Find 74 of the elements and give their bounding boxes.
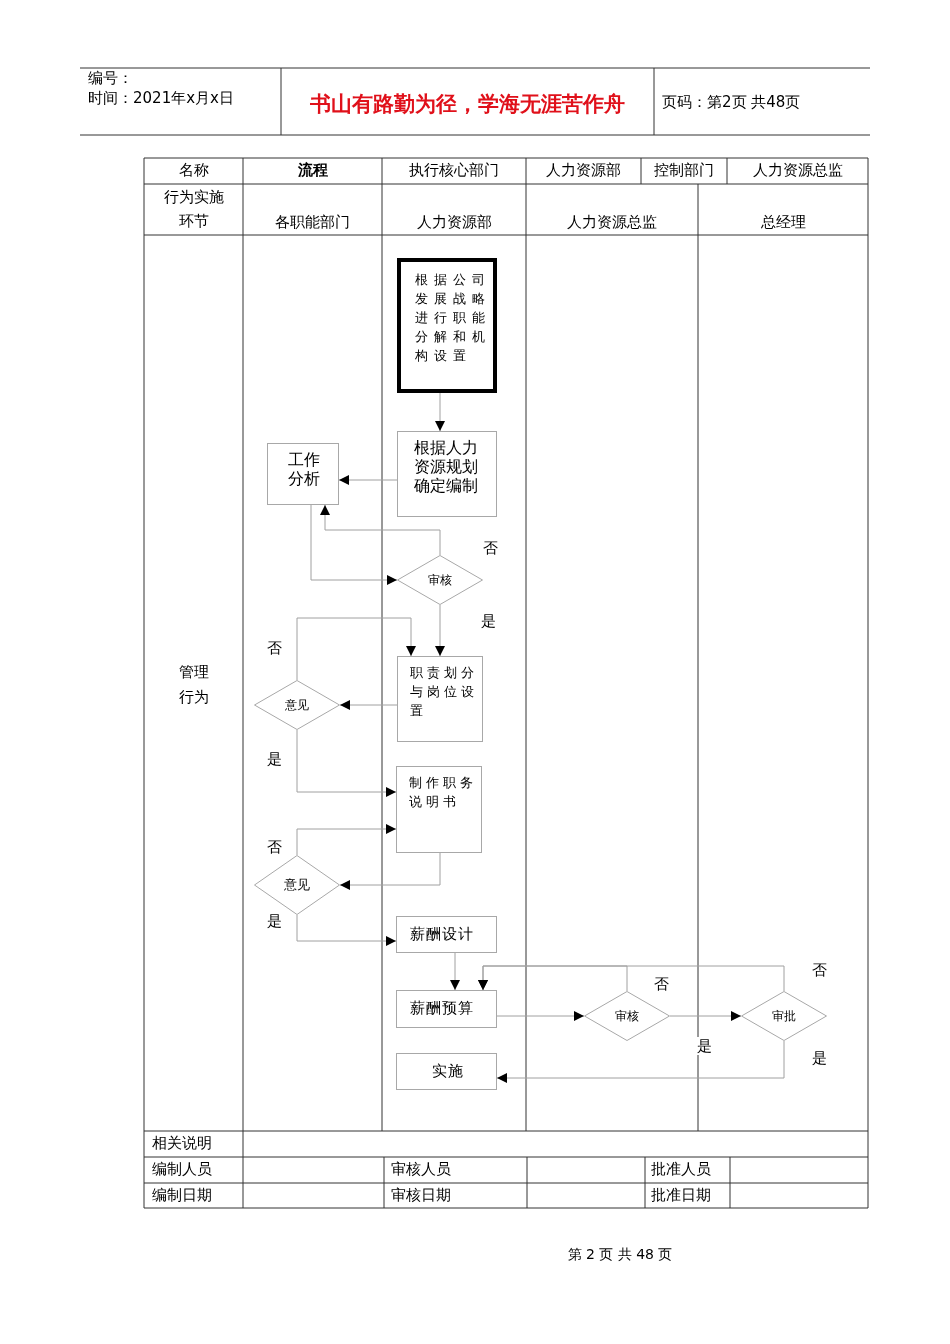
row-heading: 相关说明 — [152, 1133, 212, 1155]
edge-label: 是 — [697, 1037, 712, 1055]
field-label: 审核人员 — [391, 1159, 451, 1181]
decision-diamond — [741, 991, 827, 1041]
page-number: 页码：第2页 共48页 — [662, 92, 801, 114]
step-text: 审核 — [427, 572, 453, 589]
field-label: 审核日期 — [391, 1185, 451, 1207]
step-text: 根据人力资源规划确定编制 — [414, 438, 479, 495]
start-box — [397, 258, 497, 393]
edge-label: 是 — [267, 912, 282, 930]
row-heading: 行为实施环节 — [162, 187, 225, 232]
row-heading: 管理行为 — [177, 661, 210, 708]
edge-label: 否 — [654, 975, 669, 993]
lane-heading: 人力资源总监 — [567, 211, 657, 233]
slogan-text: 书山有路勤为径，学海无涯苦作舟 — [310, 90, 625, 118]
arrow — [320, 504, 441, 556]
column-heading: 人力资源部 — [546, 160, 621, 182]
arrow — [296, 729, 397, 797]
lane-heading: 各职能部门 — [275, 211, 350, 233]
process-box — [397, 431, 497, 517]
step-text: 薪酬预算 — [410, 999, 474, 1018]
column-heading: 人力资源总监 — [752, 160, 843, 182]
arrow — [296, 914, 397, 946]
arrow — [435, 604, 445, 657]
decision-diamond — [584, 991, 670, 1041]
edge-label: 是 — [812, 1049, 827, 1067]
process-box — [396, 916, 497, 953]
arrow — [496, 1040, 785, 1083]
step-text: 实施 — [432, 1062, 464, 1081]
edge-label: 是 — [267, 750, 282, 768]
process-box — [267, 443, 339, 505]
lane-heading: 总经理 — [760, 211, 806, 233]
edge-label: 否 — [483, 539, 498, 557]
arrow — [450, 952, 460, 991]
page-number: 第 2 页 共 48 页 — [567, 1245, 673, 1265]
arrow — [435, 392, 445, 432]
process-box — [397, 656, 483, 742]
step-text: 薪酬设计 — [410, 925, 474, 944]
decision-diamond — [254, 855, 340, 915]
column-heading: 执行核心部门 — [409, 160, 499, 182]
edge-label: 否 — [267, 639, 282, 657]
arrow — [338, 475, 398, 485]
column-heading: 名称 — [178, 160, 209, 182]
arrow — [669, 1011, 742, 1021]
step-text: 职责划分与岗位设置 — [410, 664, 478, 720]
arrow — [310, 504, 398, 585]
arrow — [296, 824, 397, 856]
decision-diamond — [254, 680, 340, 730]
step-text: 意见 — [283, 876, 311, 894]
process-box — [396, 990, 497, 1028]
field-label: 批准人员 — [651, 1159, 711, 1181]
column-heading: 控制部门 — [654, 160, 714, 182]
edge-label: 是 — [481, 612, 496, 630]
field-label: 编制日期 — [152, 1185, 212, 1207]
step-text: 审批 — [771, 1008, 797, 1025]
decision-diamond — [397, 555, 483, 605]
step-text: 审核 — [614, 1008, 640, 1025]
arrow — [296, 617, 416, 681]
arrow — [496, 1011, 585, 1021]
column-heading: 流程 — [297, 160, 328, 182]
step-text: 工作分析 — [287, 450, 321, 488]
edge-label: 否 — [812, 961, 827, 979]
arrow — [478, 965, 785, 992]
process-box — [396, 1053, 497, 1090]
arrow — [339, 700, 398, 710]
process-box — [396, 766, 482, 853]
field-label: 编制人员 — [152, 1159, 212, 1181]
step-text: 根据公司发展战略进行职能分解和机构设置 — [415, 271, 491, 365]
step-text: 制作职务说明书 — [409, 774, 477, 811]
edge-label: 否 — [267, 838, 282, 856]
arrow — [339, 852, 441, 890]
field-label: 批准日期 — [651, 1185, 711, 1207]
lane-heading: 人力资源部 — [416, 211, 492, 233]
step-text: 意见 — [284, 697, 310, 714]
